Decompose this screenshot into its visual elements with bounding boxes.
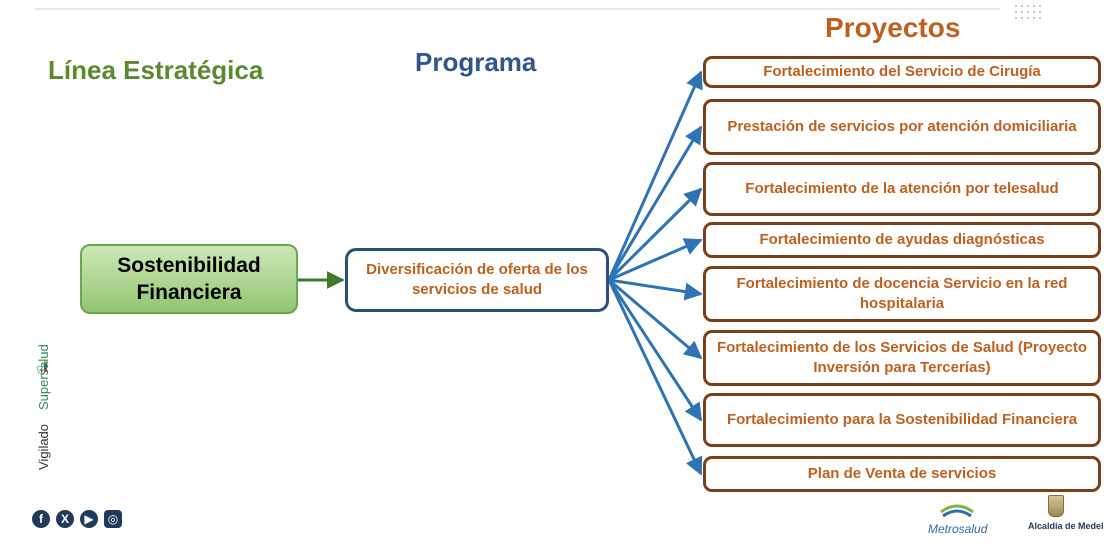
colombia-flag-icon [44,360,47,372]
programa-to-proyecto-arrow-6 [608,278,703,360]
programa-to-proyecto-arrow-4 [608,238,703,282]
metrosalud-logo-icon [940,504,974,518]
x-icon[interactable]: X [56,510,74,528]
programa-to-proyecto-arrow-7 [607,279,703,422]
linea-estrategica-box: Sostenibilidad Financiera [80,244,298,314]
top-divider [35,8,1000,10]
proyecto-box-2: Prestación de servicios por atención dom… [703,99,1101,155]
proyecto-box-7: Fortalecimiento para la Sostenibilidad F… [703,393,1101,447]
programa-box: Diversificación de oferta de los servici… [345,248,609,312]
decorative-dots [1013,3,1045,23]
programa-to-proyecto-arrow-3 [607,187,703,282]
proyecto-box-4: Fortalecimiento de ayudas diagnósticas [703,222,1101,258]
programa-to-proyecto-arrow-2 [607,125,703,281]
heading-linea-estrategica: Línea Estratégica [48,55,264,85]
vigilado-label: Vigilado [36,423,51,470]
supersalud-label: Supersalud [36,344,51,410]
heading-programa: Programa [415,47,537,77]
programa-to-proyecto-arrow-8 [607,279,703,476]
facebook-icon[interactable]: f [32,510,50,528]
youtube-icon[interactable]: ▶ [80,510,98,528]
proyecto-box-3: Fortalecimiento de la atención por teles… [703,162,1101,216]
proyecto-box-5: Fortalecimiento de docencia Servicio en … [703,266,1101,322]
heading-proyectos: Proyectos [825,12,961,43]
proyecto-box-1: Fortalecimiento del Servicio de Cirugía [703,56,1101,88]
proyecto-box-8: Plan de Venta de servicios [703,456,1101,492]
instagram-icon[interactable]: ◎ [104,510,122,528]
alcaldia-shield-icon [1048,495,1064,517]
proyecto-box-6: Fortalecimiento de los Servicios de Salu… [703,330,1101,386]
programa-to-proyecto-arrow-1 [607,70,703,281]
supersalud-shield-icon: ⛨ [37,364,47,378]
programa-to-proyecto-arrow-5 [608,278,703,301]
metrosalud-logo-text: Metrosalud [928,522,988,536]
alcaldia-logo-text: Alcaldía de Medellín [1028,521,1104,531]
